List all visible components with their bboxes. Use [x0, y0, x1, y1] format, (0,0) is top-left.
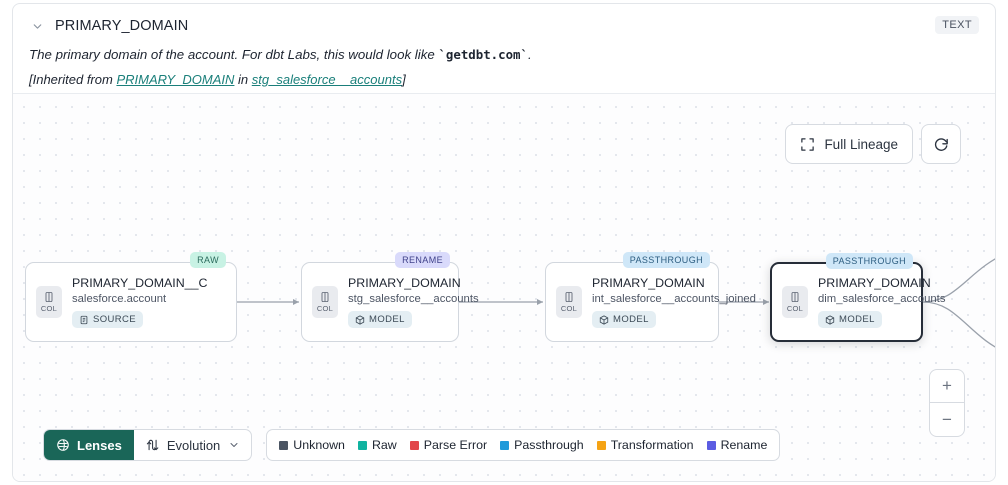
legend-swatch — [409, 440, 419, 450]
column-type-badge: TEXT — [935, 16, 979, 34]
legend-label: Raw — [371, 438, 397, 452]
column-chip-label: COL — [40, 304, 58, 313]
description-text: The primary domain of the account. For d… — [29, 47, 439, 62]
node-tag: RAW — [190, 252, 226, 268]
legend-swatch — [706, 440, 716, 450]
zoom-controls: + − — [929, 369, 965, 437]
node-type-badge: SOURCE — [72, 311, 144, 328]
node-subtitle: int_salesforce__accounts_joined — [592, 293, 756, 305]
description-code: `getdbt.com` — [438, 47, 528, 62]
node-type-badge: MODEL — [348, 311, 412, 328]
refresh-icon — [933, 136, 950, 153]
node-type-badge-label: MODEL — [839, 314, 875, 325]
legend-label: Unknown — [293, 438, 345, 452]
legend-swatch — [596, 440, 606, 450]
lenses-button-label: Lenses — [77, 437, 122, 453]
column-icon: COL — [782, 286, 808, 318]
legend-item: Parse Error — [409, 438, 488, 452]
lineage-node[interactable]: PASSTHROUGH COL PRIMARY_DOMAIN int_sales… — [545, 252, 756, 342]
node-type-badge: MODEL — [592, 311, 656, 328]
node-type-badge: MODEL — [818, 311, 882, 328]
lineage-node-selected[interactable]: PASSTHROUGH COL PRIMARY_DOMAIN dim_sales… — [770, 253, 945, 342]
chevron-down-icon[interactable] — [29, 18, 45, 34]
cube-icon — [355, 314, 365, 325]
legend-item: Unknown — [279, 438, 345, 452]
node-tag: RENAME — [395, 252, 450, 268]
legend-item: Raw — [357, 438, 397, 452]
node-type-badge-label: SOURCE — [93, 314, 137, 325]
source-document-icon — [79, 315, 89, 325]
cube-icon — [825, 314, 835, 325]
node-title: PRIMARY_DOMAIN__C — [72, 276, 208, 290]
column-icon: COL — [36, 286, 62, 318]
legend-swatch — [279, 440, 289, 450]
full-lineage-label: Full Lineage — [824, 136, 898, 152]
canvas-top-controls: Full Lineage — [785, 124, 961, 164]
column-chip-label: COL — [316, 304, 334, 313]
cube-icon — [599, 314, 609, 325]
expand-corners-icon — [800, 137, 815, 152]
node-subtitle: dim_salesforce_accounts — [818, 293, 946, 305]
evolution-label: Evolution — [166, 437, 221, 453]
node-tag: PASSTHROUGH — [825, 253, 913, 269]
column-icon: COL — [556, 286, 582, 318]
evolution-dropdown[interactable]: Evolution — [134, 430, 251, 460]
node-title: PRIMARY_DOMAIN — [348, 276, 461, 290]
lineage-node[interactable]: RENAME COL PRIMARY_DOMAIN stg_salesforce… — [301, 252, 479, 342]
inherited-suffix: ] — [402, 71, 406, 87]
column-description: The primary domain of the account. For d… — [29, 46, 979, 64]
lineage-legend: Unknown Raw Parse Error Passthrough Tran… — [266, 429, 781, 461]
canvas-bottom-bar: Lenses Evolution Unknown — [43, 429, 781, 461]
page-title: PRIMARY_DOMAIN — [55, 18, 189, 34]
lineage-canvas[interactable]: Full Lineage RAW COL PRIMARY_DOMAIN__C s… — [13, 93, 995, 481]
node-title: PRIMARY_DOMAIN — [592, 276, 705, 290]
legend-label: Rename — [720, 438, 768, 452]
inherited-model-link[interactable]: stg_salesforce__accounts — [251, 71, 403, 87]
legend-label: Passthrough — [514, 438, 584, 452]
legend-swatch — [357, 440, 367, 450]
lens-aperture-icon — [56, 438, 70, 452]
refresh-button[interactable] — [921, 124, 961, 164]
legend-label: Parse Error — [423, 438, 488, 452]
lineage-edges — [237, 258, 995, 348]
legend-item: Transformation — [596, 438, 694, 452]
inherited-column-link[interactable]: PRIMARY_DOMAIN — [116, 71, 235, 87]
inherited-mid: in — [234, 71, 252, 87]
node-type-badge-label: MODEL — [369, 314, 405, 325]
zoom-out-button[interactable]: − — [942, 409, 952, 429]
node-subtitle: salesforce.account — [72, 293, 167, 305]
description-suffix: . — [527, 47, 532, 62]
node-title: PRIMARY_DOMAIN — [818, 276, 931, 290]
node-type-badge-label: MODEL — [613, 314, 649, 325]
inherited-prefix: [Inherited from — [29, 71, 117, 87]
lenses-button[interactable]: Lenses — [44, 430, 134, 460]
column-icon: COL — [312, 286, 338, 318]
column-chip-label: COL — [560, 304, 578, 313]
column-chip-label: COL — [786, 304, 804, 313]
lineage-node[interactable]: RAW COL PRIMARY_DOMAIN__C salesforce.acc… — [25, 252, 237, 342]
evolution-arrows-icon — [145, 438, 159, 452]
node-tag: PASSTHROUGH — [622, 252, 710, 268]
legend-item: Rename — [706, 438, 768, 452]
zoom-in-button[interactable]: + — [930, 370, 964, 403]
inherited-from-line: [Inherited from PRIMARY_DOMAIN in stg_sa… — [29, 72, 979, 87]
panel-header: PRIMARY_DOMAIN TEXT The primary domain o… — [13, 4, 995, 92]
full-lineage-button[interactable]: Full Lineage — [785, 124, 913, 164]
legend-item: Passthrough — [500, 438, 584, 452]
legend-label: Transformation — [610, 438, 694, 452]
column-lineage-panel: PRIMARY_DOMAIN TEXT The primary domain o… — [12, 3, 996, 482]
lenses-control-group: Lenses Evolution — [43, 429, 253, 461]
chevron-down-icon — [228, 439, 240, 451]
node-subtitle: stg_salesforce__accounts — [348, 293, 479, 305]
legend-swatch — [500, 440, 510, 450]
